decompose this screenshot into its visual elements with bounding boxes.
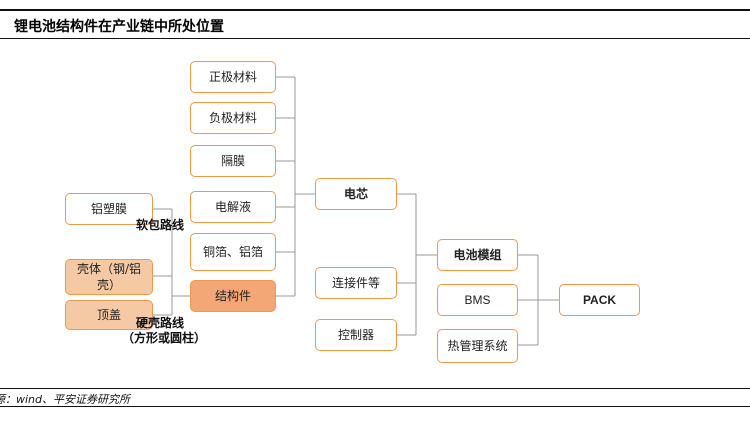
battery-module-node: 电池模组 — [437, 239, 518, 271]
title-rule — [0, 38, 750, 39]
hard-shell-route-label: 硬壳路线 — [136, 316, 185, 330]
bms-node: BMS — [437, 284, 518, 316]
shell-node: 壳体（钢/铝壳） — [65, 259, 153, 295]
copper-aluminum-foil-node: 铜箔、铝箔 — [190, 233, 276, 271]
thermal-management-node: 热管理系统 — [437, 329, 518, 363]
bottom-rule — [0, 406, 750, 407]
top-cover-node: 顶盖 — [65, 300, 153, 330]
negative-electrode-node: 负极材料 — [190, 102, 276, 134]
soft-pack-route-label: 软包路线 — [136, 218, 185, 232]
source-note: 源：wind、平安证券研究所 — [0, 393, 131, 406]
hard-shell-route-sublabel: （方形或圆柱） — [122, 331, 207, 345]
controller-node: 控制器 — [315, 319, 397, 351]
connector-parts-node: 连接件等 — [315, 267, 397, 299]
positive-electrode-node: 正极材料 — [190, 61, 276, 93]
battery-cell-node: 电芯 — [315, 178, 397, 210]
source-rule — [0, 388, 750, 389]
page-title: 锂电池结构件在产业链中所处位置 — [14, 19, 224, 35]
separator-node: 隔膜 — [190, 145, 276, 177]
pack-node: PACK — [559, 284, 640, 316]
electrolyte-node: 电解液 — [190, 191, 276, 223]
aluminum-plastic-film-node: 铝塑膜 — [65, 193, 153, 225]
structural-parts-node: 结构件 — [190, 280, 276, 312]
top-rule — [0, 9, 750, 11]
